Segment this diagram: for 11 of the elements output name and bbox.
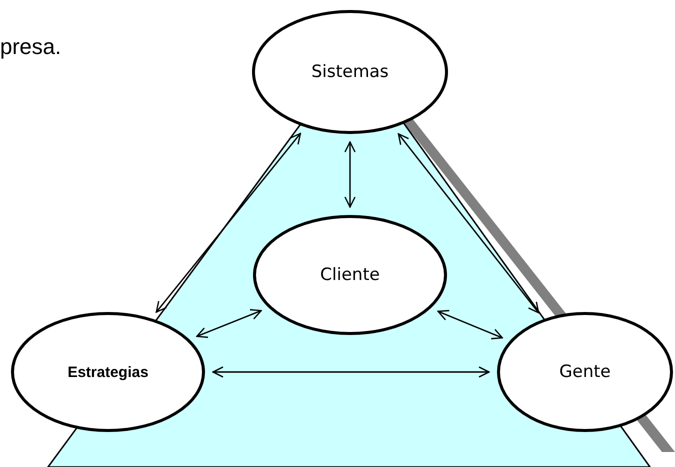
double-arrow (437, 310, 503, 340)
text-fragment: presa. (0, 34, 62, 60)
node-label: Gente (559, 362, 611, 382)
node-label: Estrategias (68, 364, 148, 380)
double-arrow (344, 141, 356, 208)
double-arrow (156, 132, 302, 313)
double-arrow (212, 366, 490, 378)
node-label: Cliente (320, 265, 380, 285)
node-label: Sistemas (311, 62, 389, 82)
double-arrow (196, 309, 262, 338)
double-arrow (398, 133, 540, 314)
